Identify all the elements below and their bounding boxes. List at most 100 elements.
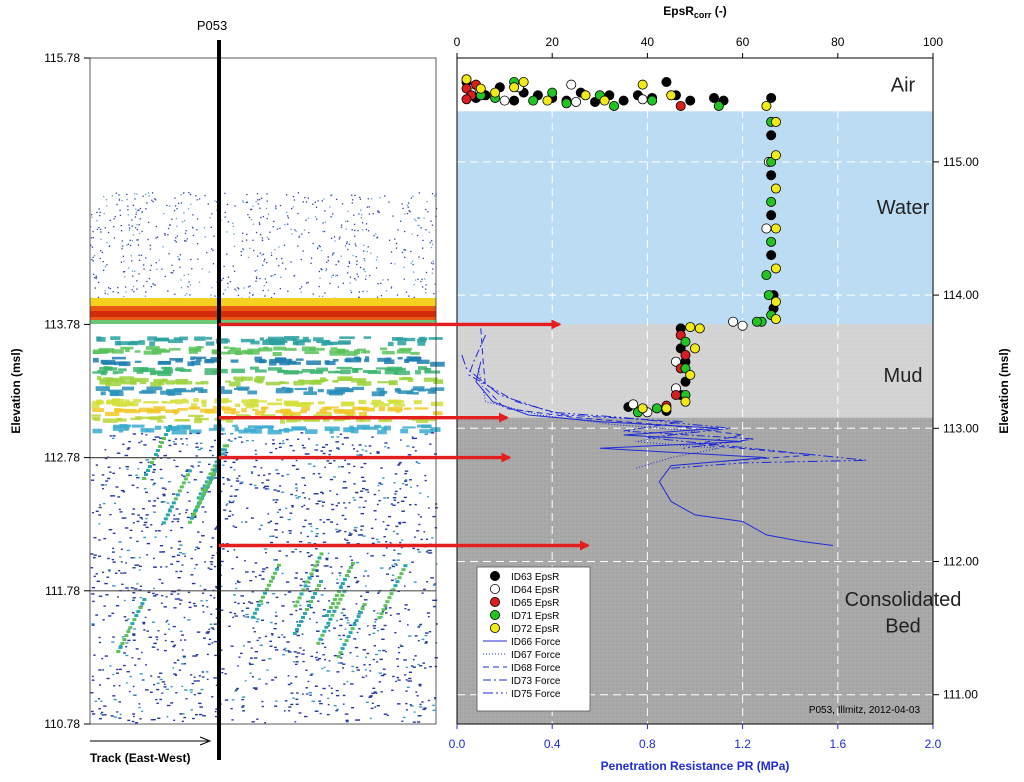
sonar-speckle [205,599,209,602]
sonar-speckle [321,200,323,202]
sonar-texture [341,349,349,352]
sonar-speckle [396,294,399,296]
sonar-streak [118,646,123,650]
sonar-speckle [110,495,113,497]
sonar-speckle [173,270,175,272]
sonar-speckle [329,282,331,285]
sonar-speckle [225,543,229,545]
sonar-speckle [185,511,187,514]
sonar-speckle [128,440,131,443]
sonar-speckle [206,252,208,254]
sonar-speckle [183,274,185,277]
sonar-speckle [279,204,282,207]
sonar-texture [339,376,352,381]
sonar-texture [103,366,113,371]
sonar-texture [190,356,195,361]
sonar-speckle [128,227,131,229]
sonar-texture [414,407,429,410]
sonar-speckle [385,528,388,530]
sonar-speckle [258,198,261,201]
sonar-texture [367,370,382,375]
sonar-speckle [379,658,383,661]
sonar-speckle [385,290,388,292]
sonar-streak [295,600,300,604]
sonar-speckle [147,221,150,224]
sonar-speckle [385,608,387,610]
sonar-texture [340,401,355,407]
sonar-speckle [423,588,426,591]
sonar-speckle [275,469,279,471]
sonar-speckle [329,490,332,492]
epsr-point [509,82,520,93]
sonar-texture [393,370,410,375]
sonar-speckle [167,481,172,483]
sonar-speckle [306,585,311,588]
sonar-speckle [90,237,93,239]
sonar-speckle [234,690,237,692]
sonar-speckle [211,554,215,557]
sonar-speckle [164,488,167,491]
sonar-streak [167,509,172,513]
sonar-speckle [204,194,206,197]
sonar-speckle [315,621,318,624]
sonar-speckle [180,438,183,440]
sonar-speckle [132,639,136,641]
sonar-speckle [385,547,388,549]
sonar-speckle [404,674,407,676]
sonar-speckle [119,644,123,647]
sonar-texture [340,369,351,375]
sonar-speckle [98,523,101,525]
sonar-speckle [275,611,277,614]
sonar-streak [206,476,211,480]
sonar-speckle [320,694,323,696]
sonar-speckle [264,278,267,280]
sonar-texture [107,378,119,382]
sonar-speckle [270,275,272,277]
sonar-speckle [294,663,298,666]
sonar-speckle [356,491,359,494]
sonar-speckle [294,676,298,678]
sonar-frame [89,57,437,725]
sonar-speckle [203,588,207,591]
sonar-texture [178,388,187,392]
sonar-texture [258,359,265,364]
sonar-texture [308,386,314,392]
sonar-speckle [298,712,302,714]
sonar-texture [322,418,330,422]
sonar-speckle [293,651,297,653]
sonar-speckle [135,211,138,213]
sonar-speckle [388,607,392,609]
sonar-speckle [346,437,349,439]
sonar-speckle [143,268,145,270]
sonar-speckle [249,657,253,659]
sonar-speckle [122,517,127,519]
epsr-point [685,322,696,333]
sonar-speckle [164,683,166,686]
sonar-speckle [306,508,310,510]
sonar-texture [102,349,111,354]
sonar-speckle [173,590,177,593]
sonar-speckle [183,212,185,214]
sonar-speckle [134,664,137,666]
sonar-speckle [167,623,170,625]
sonar-speckle [244,560,246,562]
sonar-texture [165,380,175,385]
sonar-texture [194,336,206,341]
sonar-speckle [155,262,157,264]
sonar-speckle [270,541,274,544]
sonar-streak [360,607,365,611]
sonar-speckle [228,501,233,504]
sonar-speckle [392,215,394,217]
sonar-speckle [246,193,248,196]
sonar-speckle [132,612,135,614]
sonar-speckle [342,487,346,489]
sonar-texture [399,347,413,351]
sonar-speckle [348,243,350,245]
sonar-speckle [176,225,178,227]
sonar-texture [195,346,202,351]
sonar-speckle [332,213,334,215]
sonar-speckle [377,489,380,492]
sonar-speckle [394,493,397,495]
sonar-speckle [102,487,104,490]
sonar-speckle [299,647,302,649]
